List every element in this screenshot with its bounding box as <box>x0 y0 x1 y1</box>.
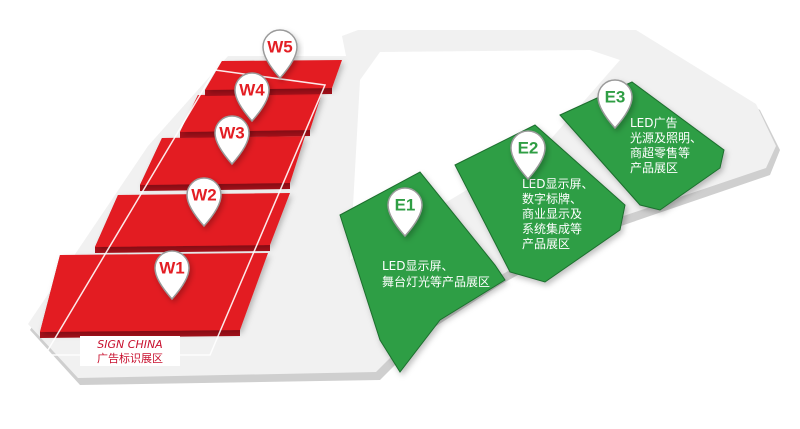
west-hall-w3[interactable] <box>140 136 305 185</box>
pin-e3[interactable]: E3 <box>597 79 633 130</box>
east-hall-e1-description-line: LED显示屏、 <box>382 259 454 273</box>
sign-china-title-en: SIGN CHINA <box>97 338 162 351</box>
east-hall-e3-description-line: 产品展区 <box>630 161 678 175</box>
pin-w2[interactable]: W2 <box>186 177 222 228</box>
east-hall-e3-description-line: LED广告 <box>630 116 678 130</box>
pin-w5[interactable]: W5 <box>262 29 298 80</box>
east-hall-e2-description-line: 数字标牌、 <box>522 191 582 206</box>
pin-w1[interactable]: W1 <box>154 250 190 301</box>
pin-e1-label: E1 <box>395 196 416 215</box>
pin-w4[interactable]: W4 <box>234 72 270 123</box>
pin-w3[interactable]: W3 <box>214 115 250 166</box>
map-pin-icon <box>510 130 546 181</box>
pin-e2[interactable]: E2 <box>510 130 546 181</box>
pin-w4-label: W4 <box>239 81 265 100</box>
map-pin-icon <box>186 177 222 228</box>
pin-w5-label: W5 <box>267 38 293 57</box>
east-hall-e2-description-line: 产品展区 <box>522 237 570 251</box>
west-hall-w1[interactable] <box>40 253 268 332</box>
east-hall-e2-description-line: LED显示屏、 <box>522 177 594 191</box>
map-pin-icon <box>262 29 298 80</box>
map-pin-icon <box>154 250 190 301</box>
east-hall-e3-description-line: 光源及照明、 <box>630 131 702 145</box>
sign-china-outline <box>43 69 327 356</box>
pin-e3-label: E3 <box>605 88 626 107</box>
east-hall-e3-description-line: 商超零售等 <box>630 145 690 160</box>
pin-w2-label: W2 <box>191 186 217 205</box>
pin-e1[interactable]: E1 <box>387 187 423 238</box>
map-pin-icon <box>214 115 250 166</box>
east-hall-e1-description-line: 舞台灯光等产品展区 <box>382 274 490 289</box>
west-hall-w2[interactable] <box>95 193 290 247</box>
map-pin-icon <box>234 72 270 123</box>
pin-w3-label: W3 <box>219 124 245 143</box>
sign-china-label-bg <box>80 336 180 366</box>
map-pin-icon <box>387 187 423 238</box>
sign-china-title-cn: 广告标识展区 <box>97 351 163 365</box>
pin-e2-label: E2 <box>518 139 539 158</box>
map-pin-icon <box>597 79 633 130</box>
east-hall-e3[interactable] <box>559 81 725 211</box>
east-hall-e2[interactable] <box>454 124 626 283</box>
east-hall-e2-description-line: 商业显示及 <box>522 206 582 221</box>
pin-w1-label: W1 <box>159 259 185 278</box>
east-hall-e2-description-line: 系统集成等 <box>522 221 582 236</box>
east-hall-e1[interactable] <box>339 171 506 373</box>
